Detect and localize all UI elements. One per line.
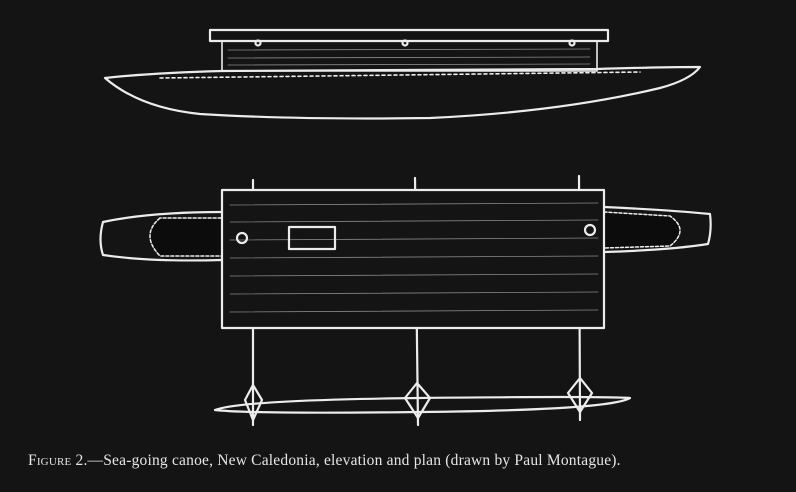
deck-house bbox=[221, 40, 598, 72]
elevation-view bbox=[103, 28, 702, 120]
plan-view bbox=[99, 174, 712, 427]
hatch bbox=[287, 225, 337, 251]
caption-text: —Sea-going canoe, New Caledonia, elevati… bbox=[87, 452, 621, 469]
figure-label: Figure 2. bbox=[28, 452, 88, 469]
outrigger-float bbox=[213, 395, 632, 414]
hull-bow-left bbox=[99, 210, 224, 262]
hull-bow-right bbox=[602, 205, 712, 254]
hull-elevation bbox=[103, 65, 702, 120]
canoe-drawing bbox=[99, 28, 712, 427]
deck-platform-plan bbox=[220, 188, 606, 330]
figure-caption: Figure 2.—Sea-going canoe, New Caledonia… bbox=[28, 452, 621, 470]
deck-platform bbox=[208, 28, 610, 43]
